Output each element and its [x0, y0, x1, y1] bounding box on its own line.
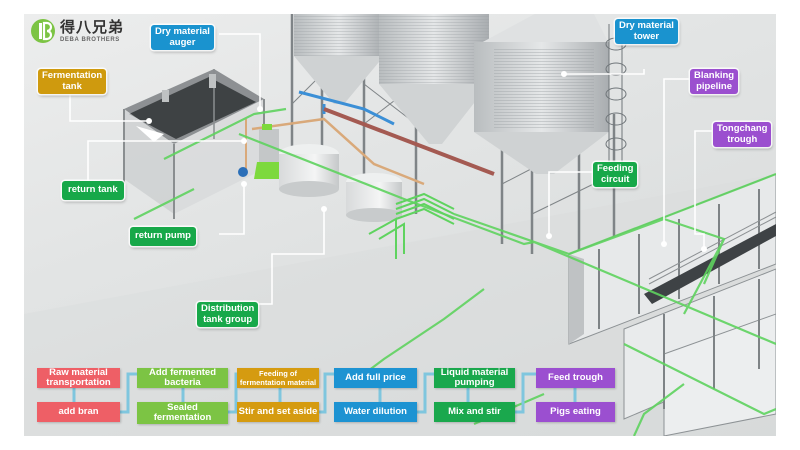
fermentation-tank-unit: [123, 69, 265, 219]
flow-step-label: Water dilution: [344, 405, 407, 417]
callout-blanking-pipeline: Blanking pipeline: [690, 69, 739, 94]
flow-step-sealed-fermentation: Sealed fermentation: [137, 402, 228, 424]
flow-step-mix-and-stir: Mix and stir: [434, 402, 515, 422]
leader-lines: [69, 33, 712, 305]
callout-feeding-circuit: Feeding circuit: [593, 162, 638, 187]
flow-step-label: add bran: [58, 405, 99, 417]
flow-step-label: Add full price: [345, 371, 406, 383]
callout-label: Fermentation tank: [42, 70, 103, 92]
callout-return-pump: return pump: [130, 227, 196, 246]
flow-step-label: Add fermented bacteria: [148, 366, 217, 388]
callout-return-tank: return tank: [62, 181, 124, 200]
flow-step-feeding-fermentation-material: Feeding of fermentation material: [237, 368, 319, 388]
flow-step-label: Sealed fermentation: [153, 401, 212, 423]
silo-1: [294, 14, 384, 104]
flow-step-label: Pigs eating: [550, 405, 601, 417]
leader-dots: [146, 71, 707, 252]
distribution-tank-2: [346, 173, 402, 222]
flow-step-pigs-eating: Pigs eating: [536, 402, 615, 422]
process-flow-connectors: [72, 372, 577, 414]
callout-fermentation-tank: Fermentation tank: [38, 69, 107, 94]
callout-label: return pump: [135, 230, 191, 241]
callout-label: Dry material tower: [619, 20, 674, 42]
flow-step-feed-trough: Feed trough: [536, 368, 615, 388]
callout-distribution-tank-group: Distribution tank group: [197, 302, 259, 327]
callout-label: Dry material auger: [155, 26, 210, 48]
flow-step-label: Mix and stir: [448, 405, 501, 417]
brand-logo: 得八兄弟 DEBA BROTHERS: [30, 18, 124, 44]
silo-3-dry-material-tower: [474, 14, 627, 174]
brand-name-cn: 得八兄弟: [60, 17, 125, 36]
manifold: [368, 192, 455, 259]
flow-step-label: Raw material transportation: [46, 366, 111, 388]
flow-step-label: Feeding of fermentation material: [239, 369, 317, 387]
flow-step-stir-and-set-aside: Stir and set aside: [237, 402, 319, 422]
flow-step-water-dilution: Water dilution: [334, 402, 417, 422]
flow-step-add-bran: add bran: [37, 402, 120, 422]
callout-label: Blanking pipeline: [694, 70, 735, 92]
dry-feed-pipes: [245, 90, 495, 186]
flow-step-liquid-material-pumping: Liquid material pumping: [434, 366, 515, 388]
brand-name-en: DEBA BROTHERS: [60, 36, 120, 43]
callout-label: return tank: [68, 184, 118, 195]
silo-2: [379, 14, 489, 144]
flow-step-add-fermented-bacteria: Add fermented bacteria: [137, 366, 228, 388]
flow-step-add-full-price: Add full price: [334, 368, 417, 388]
callout-tongchang-trough: Tongchang trough: [713, 122, 772, 147]
callout-dry-material-auger: Dry material auger: [151, 25, 214, 50]
flow-step-label: Feed trough: [548, 371, 603, 383]
brand-logo-icon: [31, 19, 55, 43]
distribution-tank-1: [279, 144, 339, 197]
return-pump: [238, 167, 248, 177]
flow-step-raw-material-transportation: Raw material transportation: [37, 366, 120, 388]
flow-step-label: Liquid material pumping: [440, 366, 509, 388]
callout-label: Feeding circuit: [597, 163, 634, 185]
callout-label: Tongchang trough: [717, 123, 768, 145]
callout-label: Distribution tank group: [201, 303, 255, 325]
diagram-frame: 得八兄弟 DEBA BROTHERS Dry material auger Fe…: [24, 14, 776, 436]
flow-step-label: Stir and set aside: [238, 405, 318, 417]
callout-dry-material-tower: Dry material tower: [615, 19, 678, 44]
